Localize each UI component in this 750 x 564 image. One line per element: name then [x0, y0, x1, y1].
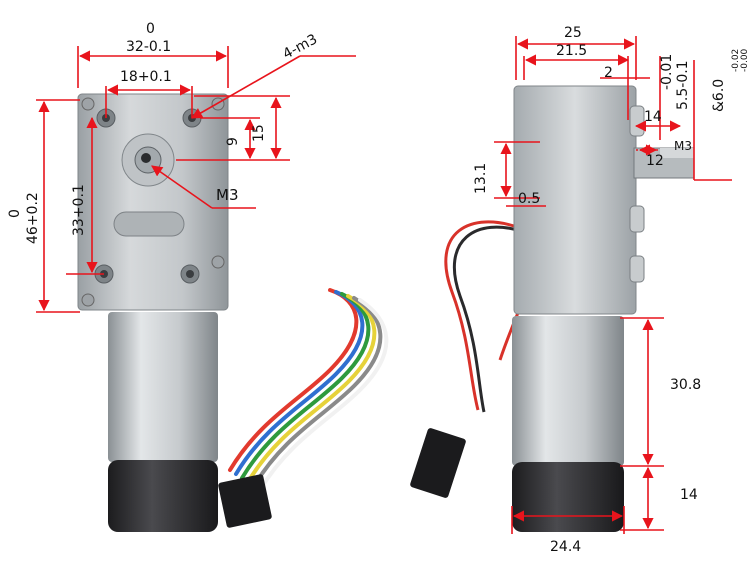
- left-connector: [218, 474, 272, 528]
- dim-shaft-dia-5-5: 5.5-0.1: [675, 60, 691, 110]
- mounting-hole: [186, 270, 194, 278]
- screw-icon: [81, 97, 95, 111]
- dim-shaft-tol-upper: -0.01: [659, 53, 675, 90]
- dim-13-1: 13.1: [473, 162, 489, 194]
- housing-nub: [629, 205, 645, 233]
- right-gearbox-housing: [513, 85, 637, 315]
- dim-14-top: 14: [644, 109, 662, 125]
- dim-hole-vertical-33: 33+0.1: [71, 184, 87, 236]
- dim-9: 9: [225, 137, 241, 146]
- dim-15: 15: [251, 124, 267, 142]
- left-wire-bundle: [228, 288, 389, 492]
- dim-24-4: 24.4: [550, 539, 582, 555]
- shaft-flat: [660, 148, 694, 158]
- dim-0-5: 0.5: [518, 191, 541, 207]
- dim-hole-spacing-18: 18+0.1: [120, 69, 172, 85]
- dim-height-upper-tol: 0: [7, 209, 23, 218]
- right-motor-endcap: [512, 462, 624, 532]
- dim-14-bottom: 14: [680, 487, 698, 503]
- shaft-hole: [141, 153, 151, 163]
- screw-icon: [211, 255, 225, 269]
- dim-m3-side: M3: [674, 139, 692, 153]
- right-motor-body: [512, 316, 624, 466]
- left-dimensions: [36, 46, 356, 313]
- dim-outer-tol-lower: -0.00: [740, 48, 750, 72]
- dim-width-upper-tol: 0: [146, 21, 155, 37]
- dim-height-46: 46+0.2: [25, 192, 41, 244]
- left-motor-body: [108, 312, 218, 462]
- dim-21-5: 21.5: [556, 43, 588, 59]
- dim-2: 2: [604, 65, 613, 81]
- housing-slot: [113, 211, 185, 237]
- right-connector: [410, 428, 466, 498]
- housing-nub: [629, 255, 645, 283]
- dim-width-32: 32-0.1: [126, 39, 172, 55]
- right-dimensions: [494, 36, 732, 534]
- dim-25: 25: [564, 25, 582, 41]
- dim-12: 12: [646, 153, 664, 169]
- dim-outer-dia-6: &6.0: [711, 78, 727, 112]
- housing-nub: [629, 105, 645, 137]
- right-motor-photo: [410, 85, 695, 532]
- screw-icon: [81, 293, 95, 307]
- dim-30-8: 30.8: [670, 377, 702, 393]
- left-motor-endcap: [108, 460, 218, 532]
- dim-shaft-thread-m3: M3: [216, 186, 239, 204]
